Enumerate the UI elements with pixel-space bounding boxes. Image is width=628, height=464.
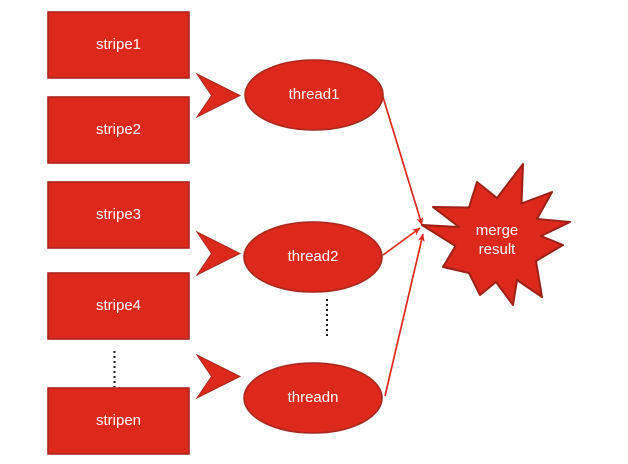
connector-thread1-to-merge <box>382 96 424 226</box>
stripe-box-4 <box>47 272 190 340</box>
stripe-box-n <box>47 387 190 455</box>
thread-ellipse-n <box>243 362 383 434</box>
connector-threadn-to-merge <box>384 233 425 397</box>
thread-ellipse-1 <box>244 59 384 131</box>
chevron-right-icon-1 <box>195 72 242 119</box>
chevron-right-icon-2 <box>195 230 242 277</box>
stripe-box-2 <box>47 96 190 164</box>
stripe-box-1 <box>47 11 190 79</box>
chevron-right-icon-3 <box>195 353 242 400</box>
merge-starburst <box>421 163 571 306</box>
thread-ellipse-2 <box>243 221 383 293</box>
stripe-box-3 <box>47 181 190 249</box>
connector-thread2-to-merge <box>382 227 421 256</box>
